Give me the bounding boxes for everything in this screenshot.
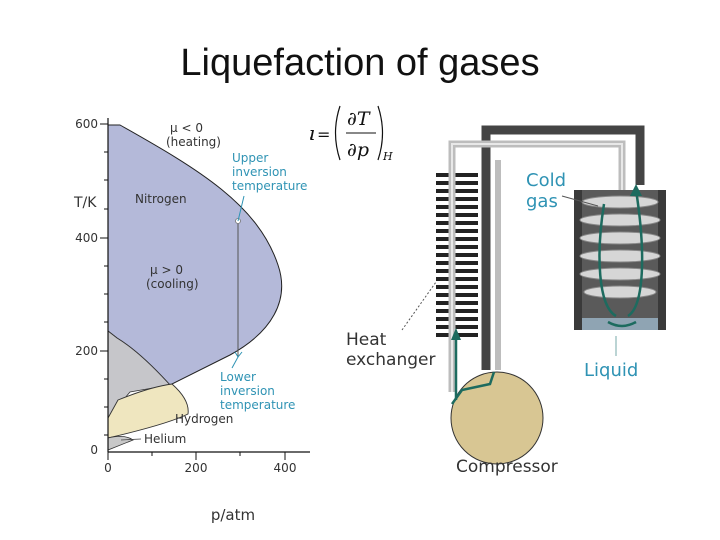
linde-liquefaction-apparatus: Cold gas Liquid Heat exchanger Compresso… [346,118,677,490]
joule-thomson-equation: μ = ∂T ∂p H [302,105,393,163]
cold-gas-label-line2: gas [526,191,558,212]
feed-pipe-highlight [451,143,623,392]
compressor-body [450,371,544,465]
helium-leader-line [120,438,142,441]
cooling-label-line2: (cooling) [146,277,199,291]
cold-gas-label-line1: Cold [526,170,566,191]
equation-subscript: H [382,150,393,163]
x-tick-label: 200 [185,461,208,475]
x-tick-label: 400 [274,461,297,475]
hydrogen-label: Hydrogen [175,412,233,426]
liquid-flow-curve [607,320,637,328]
inversion-temperature-plot: 600 400 200 0 T/K 0 200 400 p/atm μ < 0 … [73,108,310,538]
y-axis-label: T/K [73,195,97,211]
liquid-label: Liquid [584,360,638,381]
lower-inversion-arrowhead [234,351,243,358]
upper-inversion-label-line2: inversion [232,165,287,179]
cold-gas-flow-arrow-left [598,203,617,318]
slide-title: Liquefaction of gases [180,42,540,84]
compressor-outlet-arrowhead [451,328,461,340]
nitrogen-label: Nitrogen [135,192,187,206]
lower-inversion-label-line3: temperature [220,398,295,412]
y-tick-label: 600 [75,117,98,131]
heat-exchanger-label-line1: Heat [346,330,387,350]
cold-gas-leader [561,195,599,207]
y-tick-label: 400 [75,231,98,245]
x-tick-marks [107,452,286,460]
y-tick-marks [100,123,108,436]
heating-label-line2: (heating) [166,135,221,149]
heat-exchanger-fins [436,173,478,337]
lower-inversion-arrow [231,356,239,369]
helium-label: Helium [144,432,186,446]
equation-equals: = [317,125,330,144]
lower-inversion-label-line2: inversion [220,384,275,398]
upper-inversion-label-line1: Upper [232,151,268,165]
heat-exchanger-label-line2: exchanger [346,350,435,370]
cooling-label-line1: μ > 0 [150,263,183,277]
equation-numerator: ∂T [347,108,371,130]
lower-inversion-label-line1: Lower [220,370,256,384]
y-tick-label: 200 [75,344,98,358]
equation-left-paren [334,105,341,161]
equation-denominator: ∂p [347,139,369,161]
liquid-pool [582,318,658,330]
x-tick-label: 0 [104,461,112,475]
heating-label-line1: μ < 0 [170,121,203,135]
y-tick-label: 0 [90,443,98,457]
x-axis-label: p/atm [211,506,255,524]
cold-gas-arrowhead [630,184,642,196]
compressor-label: Compressor [456,457,558,477]
upper-inversion-label-line3: temperature [232,179,307,193]
cold-gas-flow-arrow-right [627,189,644,318]
return-pipe-outer [481,125,645,370]
upper-inversion-arrow [237,195,245,222]
hydrogen-region [107,383,189,439]
equation-right-paren [377,105,384,161]
heat-exchanger-leader [401,281,437,331]
